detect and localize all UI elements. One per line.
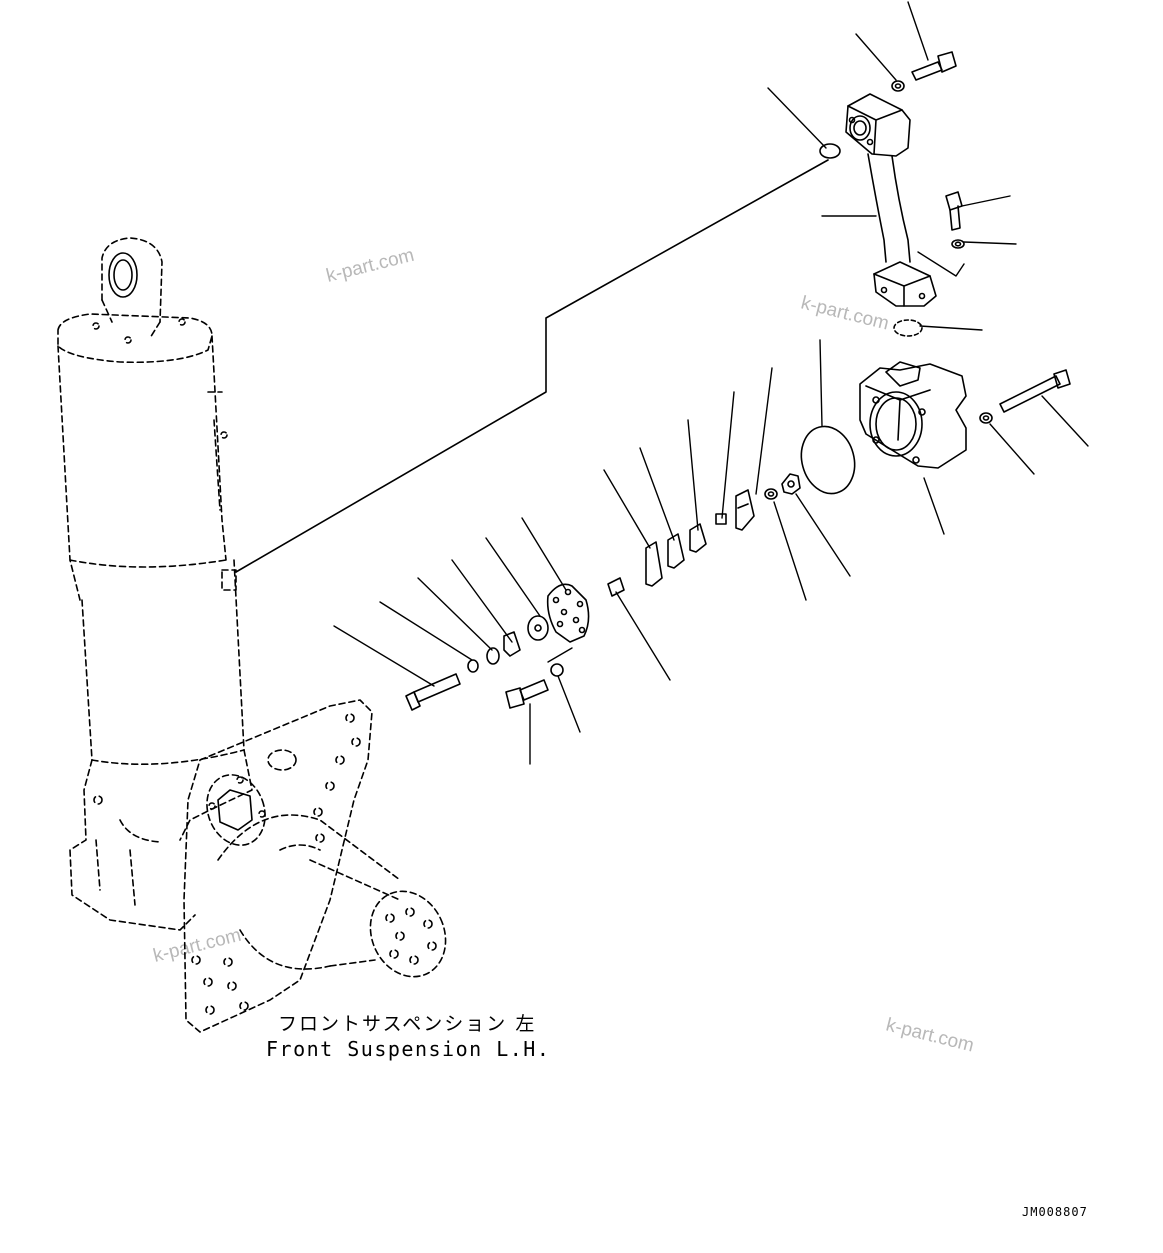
mount-plate xyxy=(183,699,447,1033)
caption: フロントサスペンション 左 Front Suspension L.H. JM00… xyxy=(266,1013,1088,1219)
watermark: k-part.com xyxy=(324,245,416,287)
leader-lines xyxy=(333,1,1089,765)
top-bolt xyxy=(891,51,957,92)
caption-japanese: フロントサスペンション 左 xyxy=(278,1013,536,1035)
caption-english: Front Suspension L.H. xyxy=(266,1037,550,1061)
shim-plates xyxy=(607,489,755,597)
flange-plate xyxy=(467,583,590,673)
pipe-assembly xyxy=(819,93,937,337)
small-bolt xyxy=(945,191,965,249)
lower-bolts xyxy=(405,663,564,711)
gasket xyxy=(800,425,856,495)
suspension-cylinder xyxy=(57,237,253,931)
nut-washer xyxy=(764,473,801,500)
valve-body xyxy=(859,361,1071,469)
watermark: k-part.com xyxy=(151,925,243,967)
drawing-code: JM008807 xyxy=(1022,1205,1088,1219)
watermark: k-part.com xyxy=(799,292,891,334)
watermarks: k-part.com k-part.com k-part.com k-part.… xyxy=(151,245,976,1057)
watermark: k-part.com xyxy=(884,1014,976,1056)
connection-line xyxy=(235,159,829,573)
